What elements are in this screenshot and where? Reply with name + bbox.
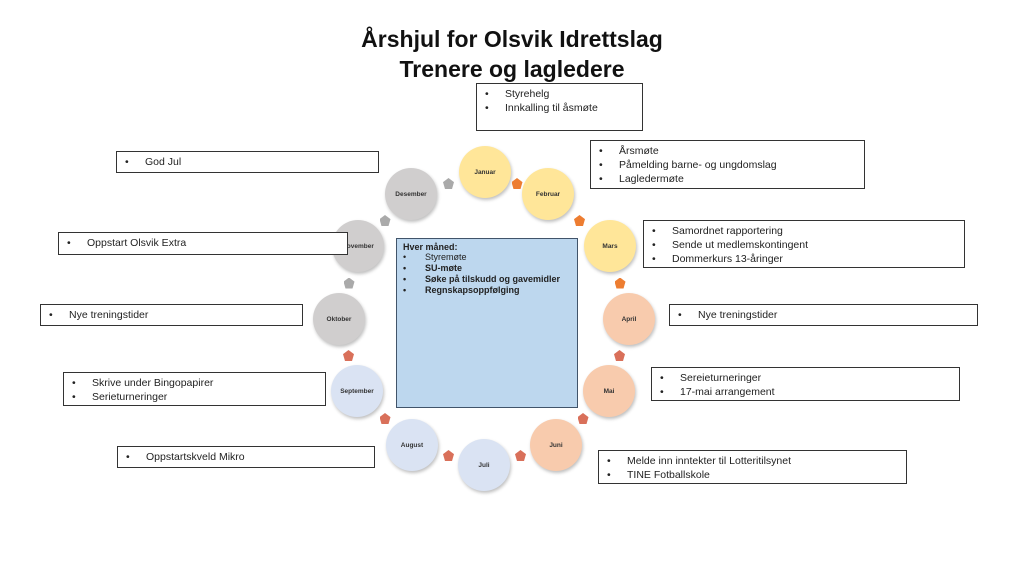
arrow-icon (574, 215, 585, 226)
month-circle-februar: Februar (522, 168, 574, 220)
box-item: Oppstart Olsvik Extra (65, 236, 341, 250)
box-item: Oppstartskveld Mikro (124, 450, 368, 464)
box-item: Nye treningstider (47, 308, 296, 322)
arrow-icon (577, 413, 589, 424)
box-item: Melde inn inntekter til Lotteritilsynet (605, 454, 900, 468)
monthly-item: SU-møte (403, 263, 571, 274)
arrow-icon (614, 350, 625, 361)
arrow-icon (343, 277, 355, 289)
box-item: Samordnet rapportering (650, 224, 958, 238)
box-item: Serieturneringer (70, 390, 319, 404)
box-november: Oppstart Olsvik Extra (58, 232, 348, 255)
box-item: Skrive under Bingopapirer (70, 376, 319, 390)
month-circle-september: September (331, 365, 383, 417)
box-juni: Melde inn inntekter til LotteritilsynetT… (598, 450, 907, 484)
box-august: Oppstartskveld Mikro (117, 446, 375, 468)
monthly-item: Søke på tilskudd og gavemidler (403, 274, 571, 285)
title-line-2: Trenere og lagledere (399, 56, 625, 82)
box-item: Årsmøte (597, 144, 858, 158)
title-line-1: Årshjul for Olsvik Idrettslag (361, 26, 663, 52)
arrow-icon (511, 178, 523, 189)
month-circle-desember: Desember (385, 168, 437, 220)
box-item: 17-mai arrangement (658, 385, 953, 399)
box-oktober: Nye treningstider (40, 304, 303, 326)
box-item: Dommerkurs 13-åringer (650, 252, 958, 266)
box-april: Nye treningstider (669, 304, 978, 326)
box-mai: Sereieturneringer17-mai arrangement (651, 367, 960, 401)
box-mars: Samordnet rapporteringSende ut medlemsko… (643, 220, 965, 268)
arrow-icon (379, 413, 391, 424)
monthly-heading: Hver måned: (403, 242, 458, 252)
monthly-item: Styremøte (403, 252, 571, 263)
box-februar: ÅrsmøtePåmelding barne- og ungdomslagLag… (590, 140, 865, 189)
box-item: God Jul (123, 155, 372, 169)
month-circle-juli: Juli (458, 439, 510, 491)
box-desember: God Jul (116, 151, 379, 173)
month-circle-april: April (603, 293, 655, 345)
month-circle-oktober: Oktober (313, 293, 365, 345)
month-circle-mai: Mai (583, 365, 635, 417)
box-item: Sereieturneringer (658, 371, 953, 385)
box-item: Lagledermøte (597, 172, 858, 186)
box-item: TINE Fotballskole (605, 468, 900, 482)
arrow-icon (515, 450, 526, 461)
box-januar: StyrehelgInnkalling til åsmøte (476, 83, 643, 131)
month-circle-august: August (386, 419, 438, 471)
arrow-icon (443, 178, 454, 189)
box-item: Nye treningstider (676, 308, 971, 322)
box-item: Påmelding barne- og ungdomslag (597, 158, 858, 172)
month-circle-mars: Mars (584, 220, 636, 272)
arrow-icon (379, 215, 391, 226)
box-september: Skrive under BingopapirerSerieturneringe… (63, 372, 326, 406)
monthly-tasks-box: Hver måned: Styremøte SU-møte Søke på ti… (396, 238, 578, 408)
box-item: Styrehelg (483, 87, 636, 101)
month-circle-juni: Juni (530, 419, 582, 471)
arrow-icon (614, 277, 626, 289)
box-item: Innkalling til åsmøte (483, 101, 636, 115)
arrow-icon (443, 450, 454, 461)
month-circle-januar: Januar (459, 146, 511, 198)
monthly-item: Regnskapsoppfølging (403, 285, 571, 296)
arrow-icon (343, 350, 354, 361)
box-item: Sende ut medlemskontingent (650, 238, 958, 252)
